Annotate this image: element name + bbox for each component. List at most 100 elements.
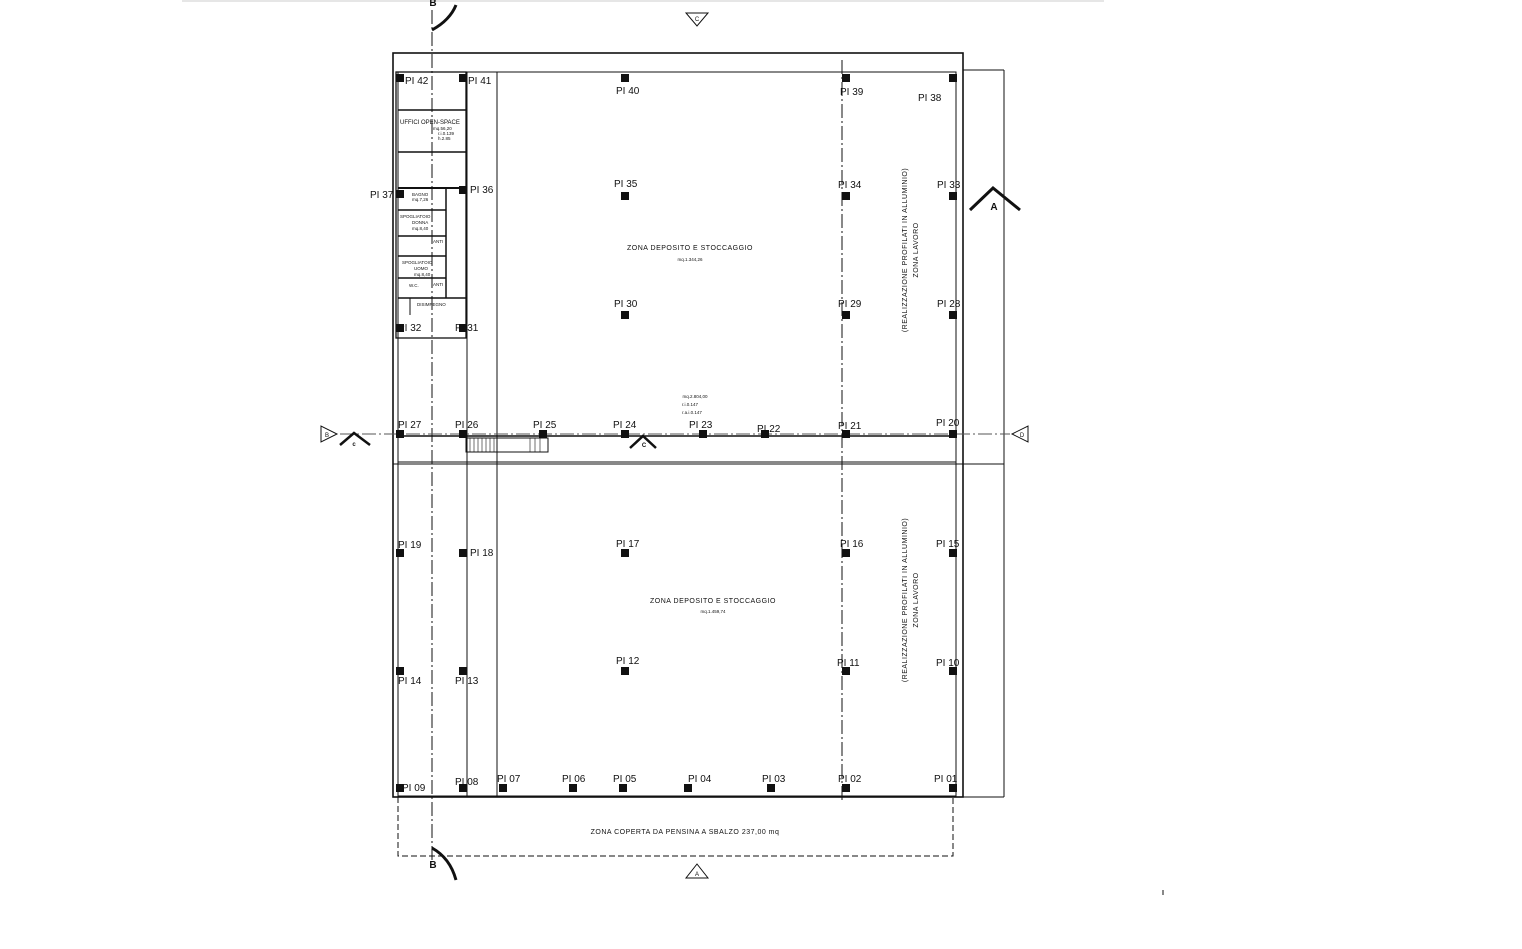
pillar-label: PI 33 [937,180,961,191]
room-spogliatoio-uomo: SPOGLIATOIO [402,260,433,265]
pillar-marker [459,430,467,438]
pillar-marker [396,667,404,675]
pillar: PI 29 [838,299,862,319]
pillar-marker [842,74,850,82]
room-spogliatoio-donna: SPOGLIATOIO [400,214,431,219]
room-spogliatoio-uomo-2: UOMO [414,266,428,271]
pillar-marker [699,430,707,438]
room-area: mq.56,20 [433,126,452,131]
pillar-label: PI 27 [398,420,422,431]
pillar-marker [842,430,850,438]
pillar-marker [396,190,404,198]
pillar-marker [621,192,629,200]
pillar-marker [396,784,404,792]
pillar-label: PI 09 [402,783,426,794]
pillar-label: PI 36 [470,185,494,196]
pillar: PI 15 [936,539,960,557]
zone-labels: ZONA DEPOSITO E STOCCAGGIO mq.1.344,26 m… [591,168,920,836]
section-label: C [642,443,647,449]
room-open-space: UFFICI OPEN-SPACE [400,120,460,126]
room-anti-2: ANTI [433,282,443,287]
stair [469,438,541,452]
office-labels: UFFICI OPEN-SPACE mq.56,20 r.i.0.139 h.2… [400,120,460,307]
pillar: PI 21 [838,421,862,438]
pillar-label: PI 34 [838,180,862,191]
pillar-marker [949,430,957,438]
section-marker-b-bottom: B [429,846,458,881]
pillar-label: PI 04 [688,774,712,785]
pillar-label: PI 21 [838,421,862,432]
pillar-marker [949,667,957,675]
pillar: PI 04 [684,774,712,792]
pillar-label: PI 05 [613,774,637,785]
pillar-label: PI 30 [614,299,638,310]
room-area: mq.8,40 [412,226,429,231]
pillar: PI 19 [396,540,422,557]
pillar-label: PI 14 [398,676,422,687]
pillar: PI 31 [455,323,479,334]
pillar-marker [459,186,467,194]
pillar: PI 32 [396,323,422,334]
pillar-marker [459,549,467,557]
pillar-label: PI 12 [616,656,640,667]
pillar-marker [499,784,507,792]
pillar: PI 12 [616,656,640,675]
section-label: D [1020,433,1025,439]
pillar-label: PI 10 [936,658,960,669]
pillar-label: PI 25 [533,420,557,431]
pillar-marker [621,549,629,557]
pillar: PI 35 [614,179,638,200]
lower-work-zone-1: (REALIZZAZIONE PROFILATI IN ALLUMINIO) [902,518,909,682]
pillar: PI 24 [613,420,637,438]
pillar-label: PI 16 [840,539,864,550]
pillar: PI 16 [840,539,864,557]
pillar-marker [842,549,850,557]
total-rai: r.a.i.0.147 [682,410,702,415]
pillar-marker [459,324,467,332]
room-disimpegno: DISIMPEGNO [417,302,446,307]
pillar: PI 25 [533,420,557,438]
pillar-label: PI 37 [370,190,394,201]
pillar: PI 40 [616,74,640,97]
pillar-label: PI 24 [613,420,637,431]
pillar-label: PI 17 [616,539,640,550]
section-marker-d-right: D [1010,425,1029,443]
pillar-marker [767,784,775,792]
pillar-marker [949,549,957,557]
upper-work-zone-2: ZONA LAVORO [913,222,920,277]
section-marker-c-top: C [684,12,710,27]
pillar-marker [621,311,629,319]
section-label: A [990,202,997,213]
upper-work-zone-1: (REALIZZAZIONE PROFILATI IN ALLUMINIO) [902,168,909,332]
pillar: PI 36 [459,185,494,196]
pillar-marker [459,74,467,82]
pillar: PI 30 [614,299,638,319]
pillar-marker [621,667,629,675]
pillar-label: PI 31 [455,323,479,334]
pillar-label: PI 35 [614,179,638,190]
pillar-label: PI 07 [497,774,521,785]
pillar: PI 26 [455,420,479,438]
upper-zone-area: mq.1.344,26 [677,257,703,262]
pillar-label: PI 03 [762,774,786,785]
pillar-label: PI 22 [757,424,781,435]
lower-work-zone-2: ZONA LAVORO [913,572,920,627]
pillar-label: PI 01 [934,774,958,785]
pillar-marker [949,311,957,319]
pillar: PI 23 [689,420,713,438]
room-area: mq.8,40 [414,272,431,277]
pillar-marker [842,311,850,319]
pillar: PI 05 [613,774,637,792]
lower-zone-title: ZONA DEPOSITO E STOCCAGGIO [650,598,776,605]
pillar-label: PI 18 [470,548,494,559]
pillar-marker [396,74,404,82]
total-area: mq.2.804,00 [682,394,708,399]
pillar-label: PI 39 [840,87,864,98]
room-spogliatoio-donna-2: DONNA [412,220,428,225]
pillar-marker [396,430,404,438]
lower-zone-area: mq.1.459,74 [700,609,726,614]
section-marker-b-top: B [429,0,458,32]
section-marker-a-right: A [968,186,1021,213]
